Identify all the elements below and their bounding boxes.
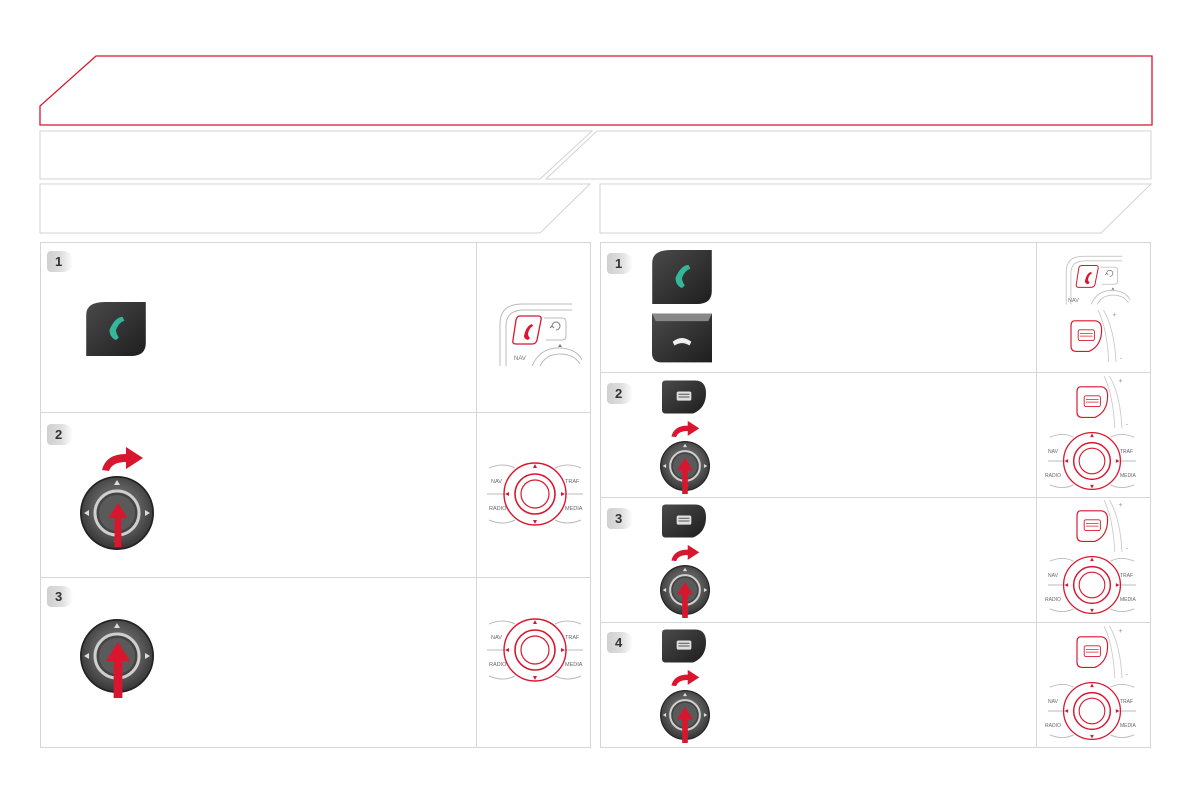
console-label-nav: NAV (1048, 573, 1059, 579)
console-dial-diagram: NAV TRAF RADIO MEDIA (486, 618, 584, 682)
rotate-arrow-icon (102, 447, 143, 471)
console-label-radio: RADIO (1045, 723, 1061, 729)
wheel-list-button-icon[interactable] (662, 380, 706, 414)
console-label-traf: TRAF (565, 479, 580, 485)
console-dial-diagram: NAV TRAF RADIO MEDIA (486, 462, 584, 526)
subheading-bar-left (39, 130, 594, 180)
step-number-badge: 4 (607, 632, 633, 653)
console-wheel-dial-diagram: NAV TRAF RADIO MEDIA (1045, 500, 1137, 615)
console-label-radio: RADIO (1045, 597, 1061, 603)
console-label-radio: RADIO (1045, 473, 1061, 479)
phone-call-button-icon[interactable] (652, 250, 712, 304)
section-heading-left (39, 183, 592, 234)
console-label-traf: TRAF (1120, 449, 1133, 455)
press-arrow-icon (677, 458, 693, 494)
header-frames (39, 55, 1153, 234)
console-label-traf: TRAF (565, 635, 580, 641)
console-label-traf: TRAF (1120, 573, 1133, 579)
rotate-arrow-icon (671, 420, 700, 438)
step-number-badge: 2 (47, 424, 73, 445)
press-arrow-icon (105, 642, 131, 698)
step-number-badge: 1 (47, 251, 73, 272)
console-label-nav: NAV (1048, 699, 1059, 705)
step-number-badge: 3 (607, 508, 633, 529)
console-phone-diagram: NAV (499, 303, 582, 367)
console-label-traf: TRAF (1120, 699, 1133, 705)
step-number-badge: 3 (47, 586, 73, 607)
press-arrow-icon (108, 503, 128, 547)
title-banner (39, 55, 1153, 126)
console-label-media: MEDIA (565, 662, 583, 668)
phone-hangup-button-icon[interactable] (652, 313, 712, 363)
rotate-arrow-icon (671, 669, 700, 687)
console-label-media: MEDIA (1120, 723, 1137, 729)
press-arrow-icon (677, 707, 693, 743)
step-number-badge: 1 (607, 253, 633, 274)
console-label-nav: NAV (1068, 298, 1079, 304)
subheading-bar-right (544, 130, 1152, 180)
console-wheel-diagram: NAV (1065, 255, 1131, 363)
phone-call-button-icon[interactable] (86, 302, 146, 356)
wheel-list-button-icon[interactable] (662, 629, 706, 663)
console-wheel-dial-diagram: NAV TRAF RADIO MEDIA (1045, 626, 1137, 741)
console-label-nav: NAV (514, 356, 526, 362)
console-label-nav: NAV (491, 479, 502, 485)
section-heading-right (599, 183, 1153, 234)
step-number-badge: 2 (607, 383, 633, 404)
console-label-media: MEDIA (565, 506, 583, 512)
console-label-radio: RADIO (489, 506, 507, 512)
rotate-arrow-icon (671, 544, 700, 562)
console-label-radio: RADIO (489, 662, 507, 668)
console-wheel-dial-diagram: NAV TRAF RADIO MEDIA (1045, 376, 1137, 491)
press-arrow-icon (677, 582, 693, 618)
console-label-media: MEDIA (1120, 473, 1137, 479)
console-label-media: MEDIA (1120, 597, 1137, 603)
wheel-list-button-icon[interactable] (662, 504, 706, 538)
console-label-nav: NAV (491, 635, 502, 641)
console-label-nav: NAV (1048, 449, 1059, 455)
